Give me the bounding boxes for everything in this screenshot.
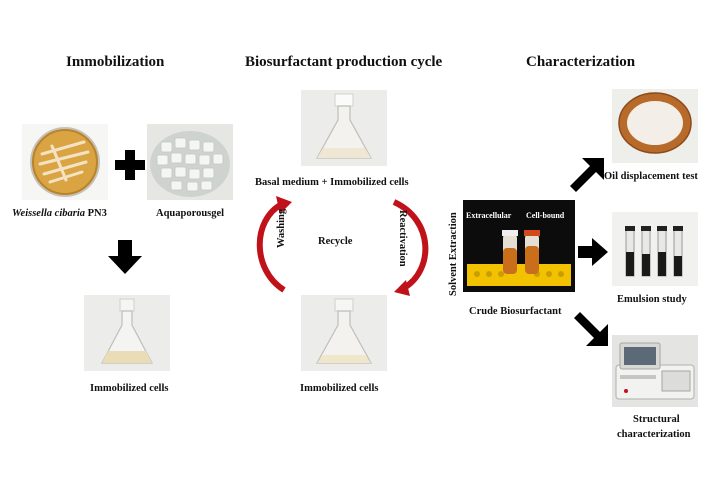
recycle-arrows xyxy=(244,190,444,300)
immobilized-cells-label-cycle: Immobilized cells xyxy=(300,383,379,394)
organism-name: Weissella cibaria xyxy=(12,208,86,219)
petri-dish-photo xyxy=(22,124,108,200)
aquaporousgel-photo xyxy=(147,124,233,200)
immobilized-flask-photo xyxy=(84,295,170,371)
carrier-label: Aquaporousgel xyxy=(156,208,225,219)
tube-cell-bound-label: Cell-bound xyxy=(526,211,565,220)
plus-icon xyxy=(114,149,146,181)
emulsion-study-label: Emulsion study xyxy=(617,294,687,305)
reactivation-label: Reactivation xyxy=(397,210,408,267)
oil-displacement-label: Oil displacement test xyxy=(604,171,698,182)
tube-extracellular-label: Extracellular xyxy=(466,211,512,220)
down-arrow-icon xyxy=(108,240,142,274)
emulsion-photo xyxy=(612,212,698,286)
oil-displacement-photo xyxy=(612,89,698,163)
crude-biosurfactant-photo xyxy=(463,200,575,292)
basal-medium-label: Basal medium + Immobilized cells xyxy=(255,177,409,188)
solvent-extraction-label: Solvent Extraction xyxy=(448,212,459,296)
left-arrowhead-icon xyxy=(276,196,292,214)
arrow-right-icon xyxy=(578,238,608,266)
organism-strain: PN3 xyxy=(87,208,107,219)
immobilized-cells-label-left: Immobilized cells xyxy=(90,383,169,394)
structural-label-line1: Structural xyxy=(633,414,680,425)
arrow-down-right-icon xyxy=(572,310,608,346)
structural-label-line2: characterization xyxy=(617,429,691,440)
recycle-label: Recycle xyxy=(318,236,353,247)
instrument-photo xyxy=(612,335,698,407)
organism-label: Weissella cibaria PN3 xyxy=(12,208,107,219)
immobilized-cycle-flask-photo xyxy=(301,295,387,371)
washing-label: Washing xyxy=(276,208,287,248)
crude-biosurfactant-label: Crude Biosurfactant xyxy=(469,306,562,317)
heading-production-cycle: Biosurfactant production cycle xyxy=(245,54,443,70)
arrow-up-right-icon xyxy=(568,158,604,194)
heading-characterization: Characterization xyxy=(526,54,636,70)
heading-immobilization: Immobilization xyxy=(66,54,165,70)
right-arrowhead-icon xyxy=(394,280,410,296)
basal-medium-flask-photo xyxy=(301,90,387,166)
